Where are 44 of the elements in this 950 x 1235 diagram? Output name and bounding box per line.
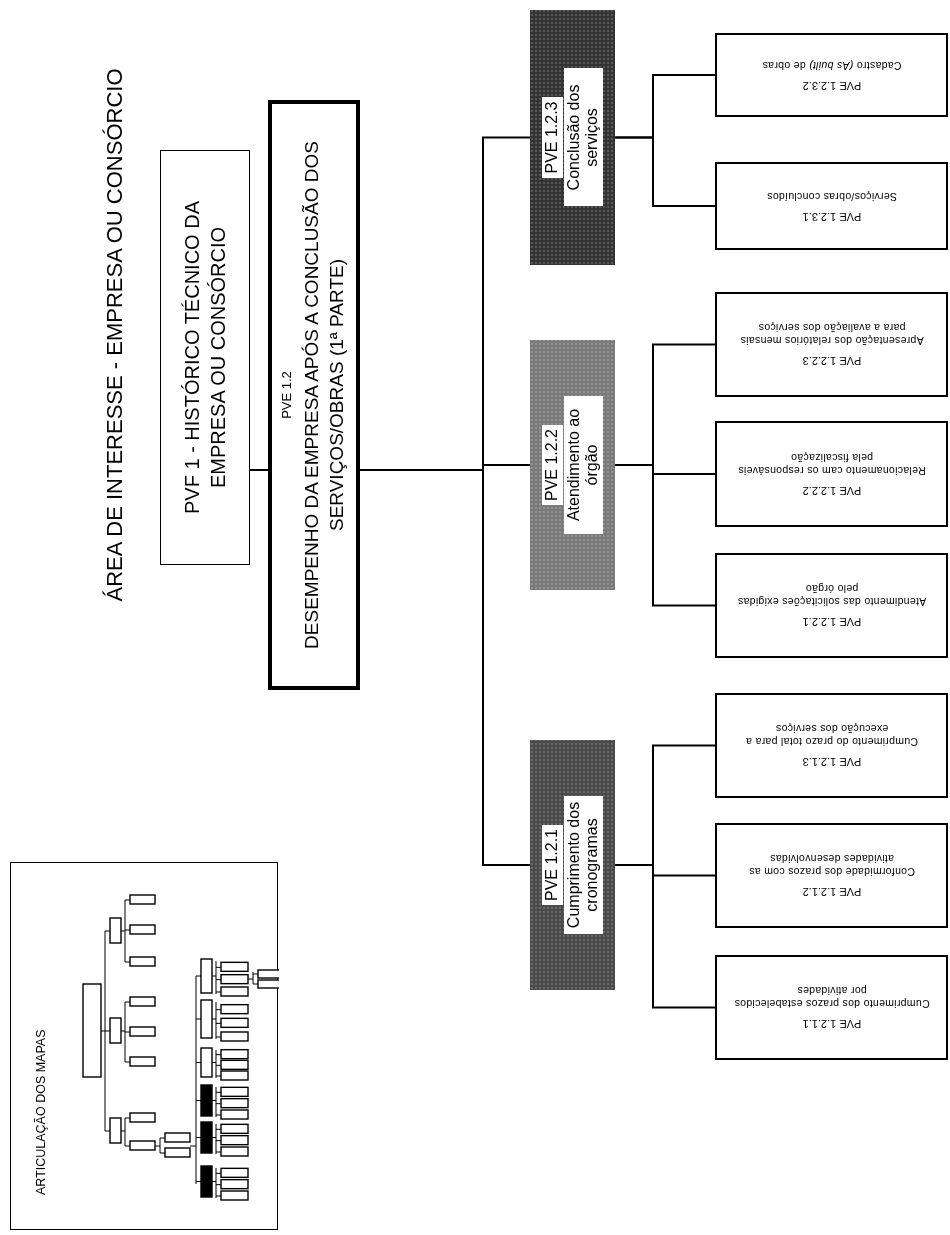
box-description: Serviços/obras concluídos xyxy=(766,189,897,203)
sub-criterion-box xyxy=(715,553,948,658)
box-title: Atendimento ao órgão xyxy=(563,396,603,534)
sub-criterion-box xyxy=(715,955,948,1060)
box-code: PVE 1.2.1.3 xyxy=(802,756,861,769)
box-description: Atendimento das solicitações exigidas pelo órgão xyxy=(736,582,927,609)
box-title: DESEMPENHO DA EMPRESA APÓS A CONCLUSÃO DOS SERVIÇOS/OBRAS (1ª PARTE) xyxy=(299,140,348,651)
heading-box xyxy=(160,150,250,565)
box-code: PVE 1.2.1.2 xyxy=(802,886,861,899)
box-code: PVE 1.2.2 xyxy=(542,425,563,506)
box-code: PVE 1.2.2.3 xyxy=(802,355,861,368)
box-description: Conformidade dos prazos com as atividades desenvolvidas xyxy=(747,852,916,879)
sub-criterion-box xyxy=(715,421,948,527)
box-description: Apresentação dos relatórios mensais para a avaliação dos serviços xyxy=(738,321,925,348)
box-title: Conclusão dos serviços xyxy=(563,68,603,207)
criterion-box xyxy=(530,340,615,590)
box-code: PVE 1.2.1.1 xyxy=(802,1018,861,1031)
box-title: PVF 1 - HISTÓRICO TÉCNICO DA EMPRESA OU CONSÓRCIO xyxy=(180,200,230,516)
sub-criterion-box xyxy=(715,162,948,250)
criterion-box xyxy=(530,740,615,990)
box-code: PVE 1.2.2.2 xyxy=(802,484,861,497)
box-description: Cumprimento do prazo total para a execução dos serviços xyxy=(744,722,919,749)
box-code: PVE 1.2.3.2 xyxy=(802,79,861,92)
panel-title: ARTICULAÇÃO DOS MAPAS xyxy=(34,1029,48,1195)
box-description: Cumprimento dos prazos estabelecidos por atividades xyxy=(732,984,931,1011)
connector-line xyxy=(249,469,269,471)
box-code: PVE 1.2.1 xyxy=(542,825,563,906)
sub-criterion-box xyxy=(715,823,948,928)
box-code: PVE 1.2 xyxy=(278,371,294,419)
sub-criterion-box xyxy=(715,693,948,798)
sub-criterion-box xyxy=(715,292,948,397)
diagram-title: ÁREA DE INTERESSE - EMPRESA OU CONSÓRCIO xyxy=(102,67,128,604)
map-index-panel xyxy=(10,862,278,1230)
connector-line xyxy=(614,74,716,139)
box-title: Cumprimento dos cronogramas xyxy=(563,796,603,934)
sub-criterion-box xyxy=(715,33,948,117)
box-code: PVE 1.2.3 xyxy=(542,97,563,178)
box-description: Relacionamento cam os responsáveis pela fiscalização xyxy=(736,451,927,477)
main-criterion-box xyxy=(268,100,360,690)
connector-line xyxy=(614,744,716,866)
box-code: PVE 1.2.2.1 xyxy=(802,616,861,629)
criterion-box xyxy=(530,10,615,265)
box-code: PVE 1.2.3.1 xyxy=(802,210,861,223)
box-description: Cadastro (As built) de obras xyxy=(761,58,902,72)
